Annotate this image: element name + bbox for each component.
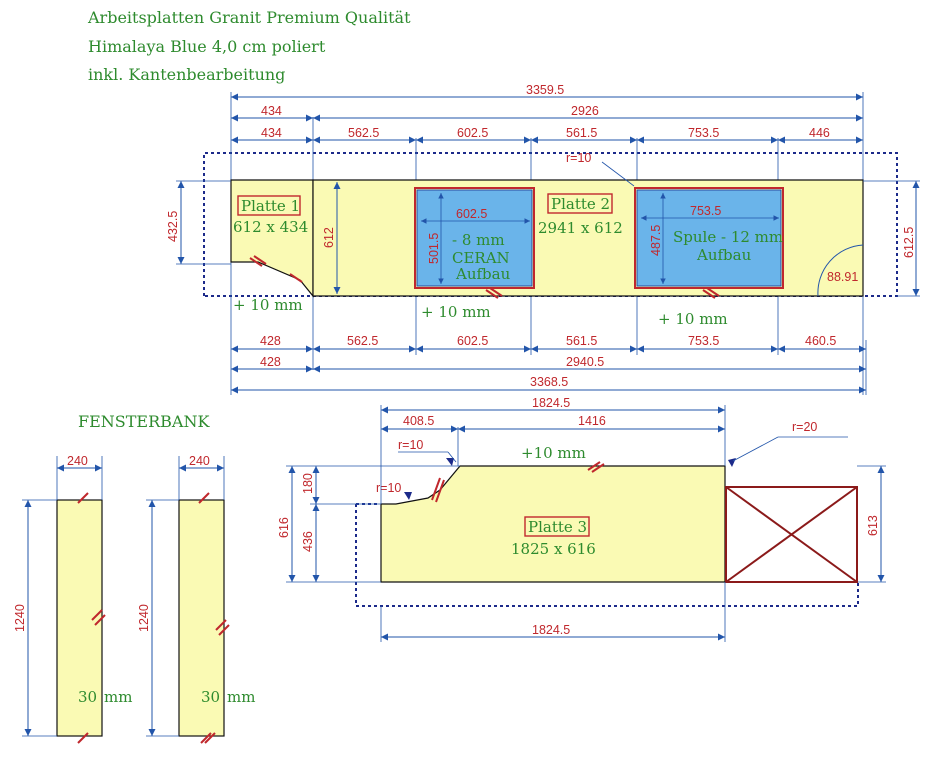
plate-3-edge-note: +10 mm <box>521 444 586 462</box>
board-1-width: 240 <box>67 454 88 468</box>
p3-dim-bottom-label: 1824.5 <box>532 623 570 637</box>
plate-3-edge-markers <box>431 461 605 503</box>
dim-seg-top-2-label: 602.5 <box>457 126 488 140</box>
cooktop-width-label: 602.5 <box>456 207 487 221</box>
radius-leader <box>601 161 635 187</box>
cooktop-cutout <box>416 189 533 287</box>
plate-3-radius-left: r=10 <box>376 481 401 495</box>
plate-2-size: 2941 x 612 <box>538 219 623 237</box>
dim-seg-bot-4-label: 753.5 <box>688 334 719 348</box>
cooktop-edge-note: + 10 mm <box>421 303 491 321</box>
dim-seg-bot-0-label: 428 <box>260 334 281 348</box>
plate-3-blocked-area <box>725 486 858 583</box>
r-top-leader-2 <box>447 451 457 463</box>
p3-dim-left-upper-label: 180 <box>301 473 315 494</box>
dim-sub-top-label: 2926 <box>571 104 599 118</box>
r-right-leader-2 <box>732 436 779 462</box>
dim-seg-bot-1-label: 562.5 <box>347 334 378 348</box>
dim-seg-top-5-label: 446 <box>809 126 830 140</box>
board-2-thickness: 30 <box>201 688 220 706</box>
corner-arc <box>817 244 864 297</box>
sink-text-1: Spule - 12 mm <box>673 228 783 246</box>
dim-left-height-label: 432.5 <box>166 211 180 242</box>
outer-contour <box>203 152 898 297</box>
dim-seg-top-1-label: 562.5 <box>348 126 379 140</box>
board-2-unit: mm <box>227 688 255 706</box>
cooktop-frame <box>414 187 535 289</box>
p3-dim-left-lower-label: 436 <box>301 531 315 552</box>
board-2-length: 1240 <box>137 604 151 632</box>
plate-3-size: 1825 x 616 <box>511 540 596 558</box>
dim-sub-bot-label: 2940.5 <box>566 355 604 369</box>
board-2-edge-markers <box>198 492 230 744</box>
plate-1-name: Platte 1 <box>241 197 300 215</box>
dim-seg-bot-5-label: 460.5 <box>805 334 836 348</box>
fensterbank-board-2 <box>178 499 225 737</box>
plate-3-label-box <box>524 516 590 537</box>
plate-1-edge-note: + 10 mm <box>233 296 303 314</box>
plate-2-label-box <box>547 193 613 214</box>
board-2-width: 240 <box>189 454 210 468</box>
board-1-edge-markers <box>77 492 106 744</box>
sink-text-2: Aufbau <box>696 246 752 264</box>
sink-width-label: 753.5 <box>690 204 721 218</box>
dim-seg-top-4-label: 753.5 <box>688 126 719 140</box>
sink-frame <box>634 187 784 289</box>
title-line-3: inkl. Kantenbearbeitung <box>88 65 286 84</box>
dim-overall-top-label: 3359.5 <box>526 83 564 97</box>
dim-plate2-height-label: 612 <box>322 227 336 248</box>
plate-2-radius: r=10 <box>566 151 591 165</box>
dim-seg-bot-3-label: 561.5 <box>566 334 597 348</box>
p3-dim-top-right-label: 1416 <box>578 414 606 428</box>
p3-dim-left-total-label: 616 <box>277 517 291 538</box>
dim-left-top-b-label: 434 <box>261 126 282 140</box>
board-1-length: 1240 <box>13 604 27 632</box>
blocked-diagonal-2 <box>725 486 858 583</box>
cooktop-text-2: CERAN <box>452 249 510 267</box>
sink-height-label: 487.5 <box>649 225 663 256</box>
title-line-2: Himalaya Blue 4,0 cm poliert <box>88 37 326 56</box>
plate-3-corner-top <box>446 458 454 466</box>
corner-value: 88.91 <box>827 270 858 284</box>
plate-1-size: 612 x 434 <box>233 218 308 236</box>
title-line-1: Arbeitsplatten Granit Premium Qualität <box>88 8 411 27</box>
p3-dim-right-label: 613 <box>866 515 880 536</box>
plate-3-radius-top: r=10 <box>398 438 423 452</box>
p3-dim-top-left-label: 408.5 <box>403 414 434 428</box>
plate-3-corner-left <box>404 492 412 500</box>
board-1-thickness: 30 <box>78 688 97 706</box>
plate-3-radius-right: r=20 <box>792 420 817 434</box>
cooktop-height-label: 501.5 <box>427 233 441 264</box>
cooktop-text-3: Aufbau <box>455 265 511 283</box>
dim-left-top-label: 434 <box>261 104 282 118</box>
dim-seg-top-3-label: 561.5 <box>566 126 597 140</box>
cooktop-text-1: - 8 mm <box>452 231 505 249</box>
dim-right-height-label: 612.5 <box>902 227 916 258</box>
plate-3-name: Platte 3 <box>528 518 587 536</box>
plate-3-corner-right <box>728 458 736 467</box>
plate-1-label-box <box>237 195 301 216</box>
dim-seg-bot-2-label: 602.5 <box>457 334 488 348</box>
dim-left-bot-label: 428 <box>260 355 281 369</box>
dim-overall-bot-label: 3368.5 <box>530 375 568 389</box>
board-1-unit: mm <box>104 688 132 706</box>
plate-2-name: Platte 2 <box>551 195 610 213</box>
edge-markers-top <box>249 255 720 299</box>
sink-edge-note: + 10 mm <box>658 310 728 328</box>
p3-dim-top-overall-label: 1824.5 <box>532 396 570 410</box>
fensterbank-title: FENSTERBANK <box>78 412 210 431</box>
